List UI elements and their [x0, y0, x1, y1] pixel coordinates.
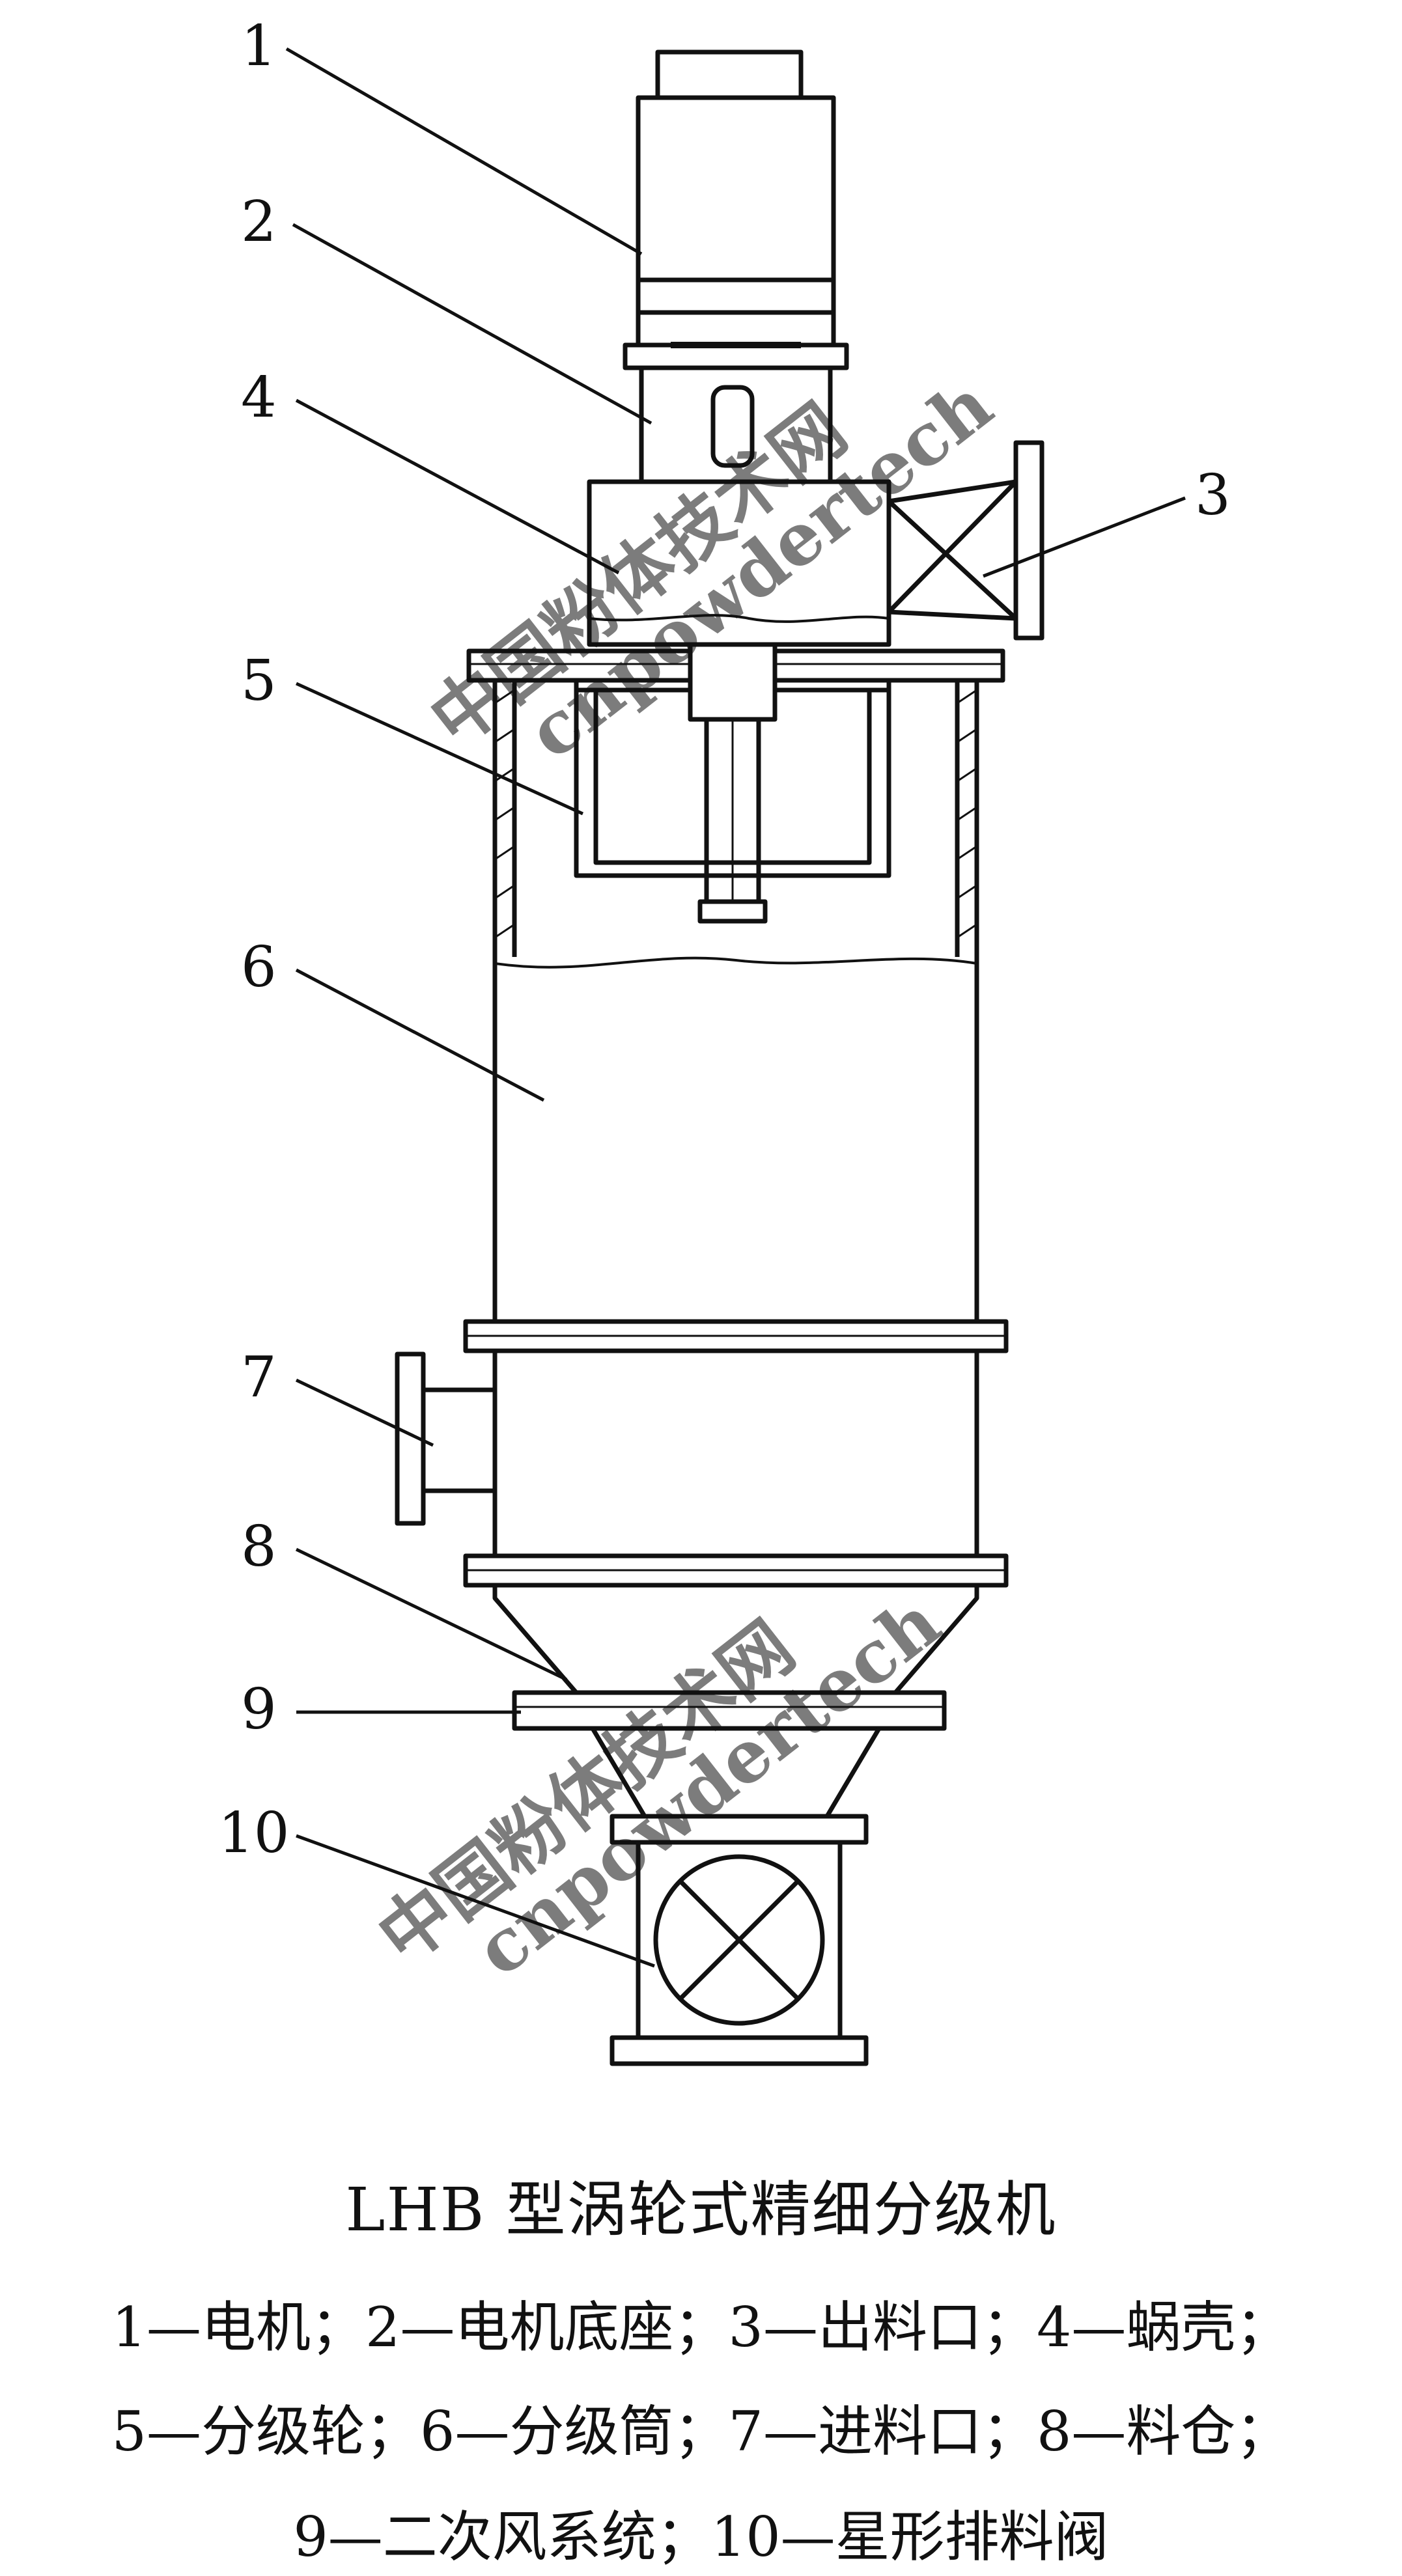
material-outlet [887, 440, 1044, 641]
legend-line-1: 1—电机；2—电机底座；3—出料口；4—蜗壳； [111, 2295, 1291, 2359]
callout-6: 6 [241, 935, 277, 1000]
classifying-wheel [574, 680, 891, 878]
legend-line-2: 5—分级轮；6—分级筒；7—进料口；8—料仓； [111, 2400, 1291, 2463]
watermark: 中国粉体技术网 cnpowdertech 中国粉体技术网 cnpowdertec… [363, 363, 1008, 1993]
legend-line-3: 9—二次风系统；10—星形排料阀 [293, 2505, 1109, 2569]
callout-7: 7 [241, 1345, 277, 1410]
classifying-cylinder [492, 680, 979, 1322]
feed-inlet [395, 1351, 495, 1526]
motor-base [623, 342, 849, 482]
callout-10: 10 [218, 1801, 289, 1866]
motor [636, 49, 836, 348]
volute-casing [587, 479, 891, 647]
lower-flange [463, 1553, 1009, 1588]
hopper [492, 1585, 979, 1695]
lower-cylinder [492, 1351, 979, 1556]
callout-9: 9 [241, 1677, 277, 1742]
callout-labels: 1 2 4 3 5 6 7 8 9 10 [218, 14, 1231, 1866]
secondary-air-flange [512, 1690, 947, 1731]
callout-3: 3 [1195, 463, 1231, 528]
callout-1: 1 [241, 14, 277, 79]
lower-cone [590, 1727, 882, 1818]
callout-4: 4 [241, 365, 277, 430]
cylinder-hatch [494, 689, 977, 939]
rotary-valve [610, 1814, 869, 2066]
shaft [688, 642, 778, 924]
figure-title: LHB 型涡轮式精细分级机 [345, 2175, 1057, 2245]
callout-5: 5 [241, 648, 277, 713]
middle-flange [463, 1319, 1009, 1353]
leader-lines [285, 47, 1186, 1968]
callout-2: 2 [241, 189, 277, 255]
callout-8: 8 [241, 1514, 277, 1579]
